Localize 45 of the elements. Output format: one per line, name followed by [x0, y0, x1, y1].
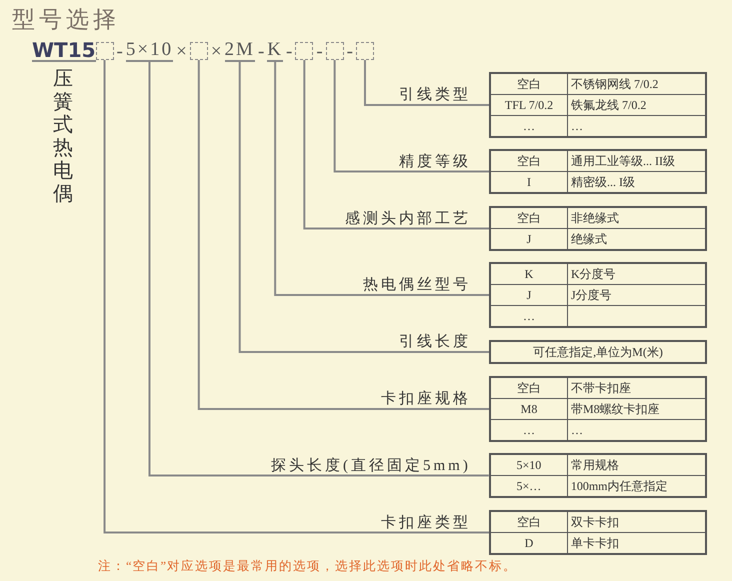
separator-symbol: × [210, 42, 222, 62]
leader-line [364, 60, 489, 106]
separator-symbol: × [176, 42, 187, 62]
blank-code-slot [326, 42, 344, 60]
category-label: 热电偶丝型号 [363, 276, 471, 294]
option-code: J [490, 284, 568, 306]
category-label: 引线类型 [399, 86, 471, 104]
leader-line [198, 60, 489, 410]
separator-symbol: - [316, 42, 323, 62]
leader-line [334, 60, 489, 172]
option-code: 空白 [490, 511, 568, 532]
leader-line [104, 60, 489, 534]
blank-code-slot [96, 42, 114, 60]
category-label: 精度等级 [399, 152, 471, 170]
separator-symbol: - [286, 42, 292, 62]
option-code: K [490, 263, 568, 284]
option-code: 5×10 [490, 454, 568, 476]
option-code: TFL 7/0.2 [490, 94, 568, 116]
leader-line [303, 60, 489, 230]
leader-line [238, 62, 489, 353]
separator-symbol: - [258, 42, 264, 62]
blank-code-slot [295, 42, 314, 60]
blank-code-slot [356, 42, 374, 60]
code-segment: 5×10 [126, 40, 174, 62]
category-label: 引线长度 [399, 332, 471, 351]
model-prefix: WT15 [32, 40, 96, 62]
option-code: M8 [490, 398, 568, 420]
category-label: 感测头内部工艺 [345, 210, 471, 228]
option-code: 空白 [490, 207, 568, 228]
footnote: 注：“空白”对应选项是最常用的选项，选择此选项时此处省略不标。 [98, 558, 518, 575]
product-type-caption: 压簧式热电偶 [52, 68, 74, 206]
heading: 型号选择 [12, 6, 120, 34]
category-label: 卡扣座规格 [381, 389, 471, 408]
code-segment: 2M [224, 40, 255, 62]
blank-code-slot [190, 42, 208, 60]
separator-symbol: - [116, 42, 123, 62]
option-code: 空白 [490, 150, 568, 172]
leader-line [274, 62, 489, 296]
option-code: 空白 [490, 377, 568, 398]
separator-symbol: - [346, 42, 353, 62]
option-code: 空白 [490, 73, 568, 94]
category-label: 探头长度(直径固定5mm) [271, 456, 471, 474]
category-label: 卡扣座类型 [381, 513, 471, 532]
code-segment: K [267, 40, 283, 62]
leader-line [148, 62, 489, 476]
